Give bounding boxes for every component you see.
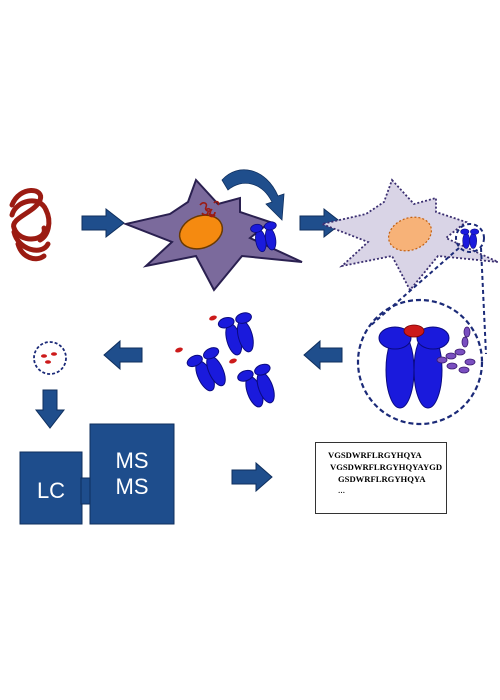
mhc-pale-cell — [460, 228, 480, 249]
nucleus-pale — [388, 216, 432, 252]
curved-arrow-presentation — [221, 169, 285, 221]
ms-label-line-1: MS — [115, 448, 149, 473]
sequence-ellipsis: … — [338, 487, 345, 495]
ms-label: MS MS — [90, 448, 174, 500]
arrow-to-sequences — [231, 461, 273, 493]
arrow-elution — [303, 339, 343, 371]
protein-coil — [9, 188, 52, 262]
arrow-cell-to-surface — [299, 207, 343, 239]
zoom-circle-large — [356, 298, 484, 426]
mhc-peptide-complex — [378, 324, 450, 409]
zoom-line-right — [480, 247, 487, 355]
arrow-protein-to-cell — [81, 207, 125, 239]
internalized-protein-fragments — [199, 200, 220, 218]
peptide-sequence: VGSDWRFLRGYHQYA — [328, 450, 422, 460]
peptide-pool — [33, 341, 67, 375]
peptide-sequence: GSDWRFLRGYHQYA — [338, 474, 426, 484]
zoom-circle-small — [455, 223, 485, 253]
peptide-sequence: VGSDWRFLRGYHQYAYGD — [330, 462, 443, 472]
peptide-pool-contents — [41, 352, 57, 364]
arrow-peptide-isolation — [103, 339, 143, 371]
ms-box — [89, 423, 175, 525]
zoom-line-left — [369, 247, 460, 327]
lc-label: LC — [36, 478, 66, 503]
receptor-molecule — [436, 326, 476, 374]
ms-label-line-2: MS — [115, 474, 149, 499]
released-peptides — [175, 315, 237, 364]
arrow-to-lcms — [34, 389, 66, 429]
peptide-sequence-list: VGSDWRFLRGYHQYA VGSDWRFLRGYHQYAYGD GSDWR… — [315, 442, 447, 514]
nucleus — [178, 214, 224, 250]
